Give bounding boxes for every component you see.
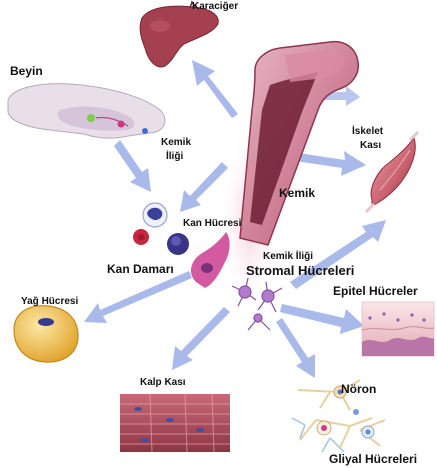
bone-marrow-core	[250, 72, 318, 225]
label-cardiac: Kalp Kası	[140, 377, 186, 388]
brain-illustration	[7, 83, 166, 139]
arrow-brain-to-blood	[114, 140, 151, 192]
label-brain: Beyin	[10, 64, 43, 78]
label-stromal-line2: Stromal Hücreleri	[246, 263, 355, 278]
arrow-marrow-to-blood	[180, 162, 228, 212]
label-glial: Gliyal Hücreleri	[329, 452, 418, 466]
arrow-to-cardiac	[172, 307, 230, 370]
label-fat-cell: Yağ Hücresi	[21, 296, 79, 307]
neuron-illustration	[291, 379, 386, 453]
bone-illustration	[239, 40, 360, 246]
fat-cell-illustration	[13, 305, 79, 363]
liver-illustration	[139, 0, 219, 68]
label-stromal-line1: Kemik İliği	[263, 251, 314, 262]
cardiac-illustration	[120, 393, 230, 453]
blood-vessel-cell	[190, 232, 230, 288]
epithelial-illustration	[361, 301, 435, 357]
bone-spongy	[285, 49, 345, 82]
label-blood-cell: Kan Hücresi	[183, 218, 242, 229]
arrow-to-neuron	[276, 318, 315, 378]
arrow-to-epithelial	[280, 304, 364, 334]
label-bone: Kemik	[279, 186, 316, 200]
arrow-to-liver	[192, 60, 238, 118]
label-liver: Karaciğer	[192, 1, 239, 12]
label-blood-vessel: Kan Damarı	[107, 262, 174, 276]
label-bone-marrow-line1: Kemik	[161, 137, 192, 148]
arrows	[84, 60, 386, 378]
label-epithelial: Epitel Hücreler	[333, 284, 418, 298]
arrow-to-skeletal-from-stromal	[290, 220, 386, 289]
label-bone-marrow-line2: İliği	[166, 151, 184, 162]
label-skeletal-muscle-line1: İskelet	[352, 126, 384, 137]
arrow-to-fat	[84, 271, 192, 323]
blood-cells	[133, 202, 189, 255]
label-skeletal-muscle-line2: Kası	[360, 140, 382, 151]
arrow-to-bone-top	[322, 86, 360, 106]
stromal-cells	[231, 277, 283, 331]
label-neuron: Nöron	[341, 382, 377, 396]
skeletal-muscle-illustration	[364, 130, 420, 214]
